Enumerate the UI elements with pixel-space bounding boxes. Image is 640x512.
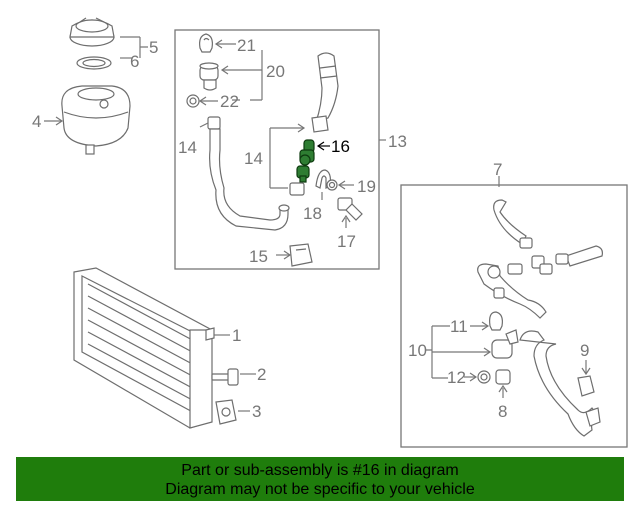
callout-21: 21: [237, 36, 256, 55]
callout-22: 22: [220, 92, 239, 111]
callout-15: 15: [249, 247, 268, 266]
heater-hose-right[interactable]: [555, 245, 603, 267]
hose-connector-10[interactable]: [491, 329, 519, 359]
callout-20: 20: [266, 62, 285, 81]
callout-5: 5: [149, 38, 158, 57]
callout-3: 3: [252, 402, 261, 421]
o-ring-19[interactable]: [326, 179, 338, 191]
callout-4: 4: [32, 112, 41, 131]
heater-valve-assembly[interactable]: [507, 255, 553, 275]
coolant-hose-left[interactable]: [207, 116, 290, 231]
connector-lower[interactable]: [289, 182, 305, 196]
leader-5: [120, 36, 148, 58]
fitting-8[interactable]: [495, 369, 511, 385]
heater-hose-upper[interactable]: [493, 199, 533, 249]
callout-1: 1: [232, 326, 241, 345]
cap-seal-ring[interactable]: [76, 56, 112, 70]
callout-13: 13: [388, 132, 407, 151]
reservoir-cap[interactable]: [69, 17, 115, 47]
callout-11: 11: [450, 317, 468, 336]
flange-connector-20[interactable]: [199, 62, 219, 91]
callout-6: 6: [130, 52, 139, 71]
group-box-13: [174, 29, 380, 270]
part-info-banner: Part or sub-assembly is #16 in diagram D…: [16, 457, 624, 501]
hose-clamp-21[interactable]: [199, 33, 213, 53]
coolant-pipe[interactable]: [477, 263, 547, 319]
callout-10: 10: [408, 341, 427, 360]
coolant-hose-upper[interactable]: [311, 52, 339, 133]
hose-clamp-11[interactable]: [489, 311, 503, 331]
callout-17: 17: [337, 232, 356, 251]
expansion-tank[interactable]: [61, 85, 131, 155]
callout-18: 18: [303, 204, 322, 223]
group-box-7: [400, 184, 628, 448]
parts-diagram: 5 6 4 21 20 22 14: [32, 17, 628, 448]
radiator-mount-3[interactable]: [215, 399, 237, 425]
temperature-sensor-17[interactable]: [337, 197, 363, 221]
callout-14-left: 14: [178, 138, 197, 157]
banner-line-1: Part or sub-assembly is #16 in diagram: [181, 462, 459, 479]
callout-14-center: 14: [244, 149, 263, 168]
highlighted-part-16[interactable]: [296, 139, 315, 183]
callout-9: 9: [580, 341, 589, 360]
drain-plug-2[interactable]: [211, 368, 239, 386]
bracket-9[interactable]: [577, 375, 595, 397]
radiator[interactable]: [73, 267, 215, 429]
mounting-bracket-15[interactable]: [289, 243, 313, 267]
banner-line-2: Diagram may not be specific to your vehi…: [165, 481, 475, 498]
o-ring-12[interactable]: [477, 370, 491, 384]
coolant-hose-lower[interactable]: [519, 330, 601, 437]
callout-7: 7: [493, 160, 502, 179]
callout-12: 12: [447, 368, 466, 387]
callout-2: 2: [257, 365, 266, 384]
callout-19: 19: [357, 177, 376, 196]
o-ring-22[interactable]: [186, 94, 200, 108]
callout-16: 16: [331, 137, 350, 156]
callout-8: 8: [498, 402, 507, 421]
